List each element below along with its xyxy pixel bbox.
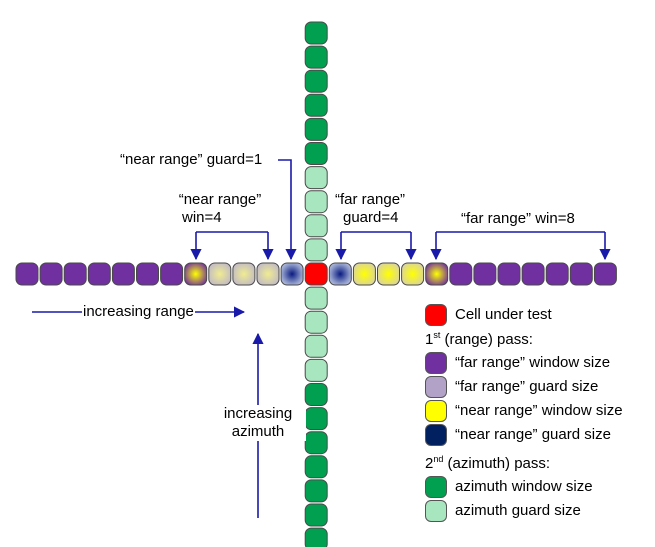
col-below-cell-8: [304, 479, 328, 503]
increasing-azimuth-line2: azimuth: [231, 423, 285, 440]
row-cell-5: [136, 262, 159, 286]
row-cell-17: [425, 262, 449, 286]
grid-cells: [15, 21, 617, 547]
row-cell-20: [497, 262, 521, 286]
col-below-cell-9: [304, 503, 328, 527]
col-above-cell-6: [304, 166, 328, 190]
col-below-cell-3: [304, 358, 328, 382]
legend-swatch-far-window: [425, 352, 447, 374]
legend-pass2-sup: nd: [433, 454, 444, 464]
col-above-cell-3: [304, 93, 328, 117]
col-below-cell-2: [304, 334, 328, 358]
row-cell-13: [328, 262, 352, 286]
near-guard-label: “near range” guard=1: [120, 151, 263, 168]
legend-swatch-cut: [425, 304, 447, 326]
legend-swatch-near-window: [425, 400, 447, 422]
increasing-azimuth-line1: increasing: [223, 405, 293, 422]
legend-swatch-az-guard: [425, 500, 447, 522]
increasing-range-label: increasing range: [82, 303, 195, 321]
legend-far-window-label: “far range” window size: [455, 354, 611, 371]
legend-near-guard-label: “near range” guard size: [455, 426, 611, 443]
row-cell-19: [473, 262, 497, 286]
row-cell-12: [304, 262, 328, 286]
row-cell-0: [15, 262, 39, 286]
row-cell-14: [352, 262, 376, 286]
col-below-cell-10: [304, 527, 328, 547]
legend-swatch-az-window: [425, 476, 447, 498]
legend-az-window-label: azimuth window size: [455, 478, 593, 495]
far-guard-label-line1: “far range”: [335, 191, 406, 208]
col-above-cell-8: [304, 214, 328, 238]
row-cell-15: [377, 262, 400, 286]
row-cell-8: [208, 262, 232, 286]
near-window-label-line2: win=4: [182, 209, 222, 226]
increasing-azimuth-label: increasing azimuth: [210, 405, 306, 441]
near-window-label-line1: “near range”: [178, 191, 262, 208]
legend-pass2-suffix: (azimuth) pass:: [443, 455, 551, 472]
near-guard-arrow: [278, 159, 297, 261]
legend-pass1-suffix: (range) pass:: [440, 331, 533, 348]
legend-far-guard-label: “far range” guard size: [455, 378, 599, 395]
row-cell-4: [111, 262, 135, 286]
row-cell-2: [63, 262, 87, 286]
col-above-cell-5: [304, 142, 328, 165]
far-guard-label: “far range” guard=4: [335, 191, 405, 227]
col-above-cell-4: [304, 117, 328, 141]
annotation-arrows: [32, 159, 611, 518]
col-below-cell-5: [304, 407, 328, 431]
col-above-cell-7: [304, 190, 328, 214]
row-cell-22: [545, 262, 569, 286]
row-cell-10: [256, 262, 280, 286]
legend-pass1-heading: 1st (range) pass:: [425, 331, 533, 349]
col-below-cell-1: [304, 310, 328, 334]
legend-pass1-sup: st: [433, 330, 441, 340]
far-window-label: “far range” win=8: [461, 210, 575, 227]
row-cell-1: [39, 262, 63, 286]
col-below-cell-6: [304, 431, 328, 455]
row-cell-16: [401, 262, 425, 286]
legend-az-guard-label: azimuth guard size: [455, 502, 581, 519]
row-cell-11: [280, 262, 304, 286]
col-above-cell-2: [304, 69, 328, 93]
col-above-cell-0: [304, 21, 328, 45]
row-cell-18: [449, 262, 473, 286]
far-guard-label-line2: guard=4: [343, 209, 399, 226]
legend-near-window-label: “near range” window size: [455, 402, 623, 419]
col-above-cell-1: [304, 45, 328, 69]
near-window-label: “near range” win=4: [168, 191, 272, 227]
row-cell-9: [232, 262, 256, 286]
legend-pass2-prefix: 2: [425, 455, 434, 472]
legend-pass2-heading: 2nd (azimuth) pass:: [425, 455, 550, 473]
legend-pass1-prefix: 1: [425, 331, 434, 348]
row-cell-3: [87, 262, 111, 286]
row-cell-21: [521, 262, 545, 286]
legend-cut-label: Cell under test: [455, 306, 552, 323]
col-below-cell-0: [304, 286, 328, 310]
col-above-cell-9: [304, 238, 328, 262]
col-below-cell-4: [304, 383, 328, 406]
legend-swatch-far-guard: [425, 376, 447, 398]
legend-swatch-near-guard: [425, 424, 447, 446]
col-below-cell-7: [304, 455, 328, 479]
row-cell-7: [184, 262, 208, 286]
row-cell-6: [160, 262, 184, 286]
row-cell-23: [569, 262, 593, 286]
row-cell-24: [593, 262, 617, 286]
